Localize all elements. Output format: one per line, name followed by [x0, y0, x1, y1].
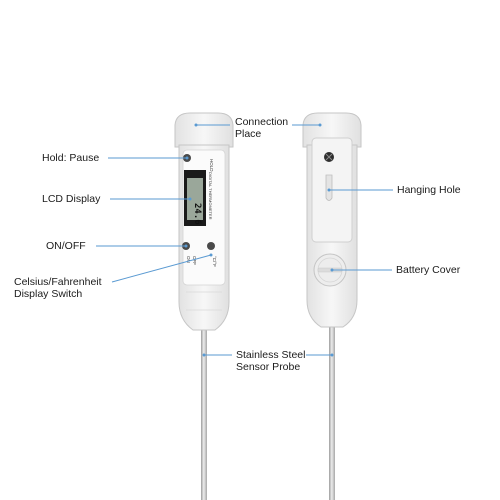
- label-hold-pause: Hold: Pause: [42, 152, 100, 164]
- label-probe-line2: Sensor Probe: [236, 361, 301, 373]
- label-connection-line1: Connection: [235, 116, 289, 128]
- hold-text: HOLD: [209, 159, 214, 172]
- label-switch-line2: Display Switch: [14, 288, 83, 300]
- lcd-reading: 24.6: [192, 203, 202, 225]
- label-battery-cover: Battery Cover: [396, 264, 461, 276]
- leader-switch: [111, 254, 212, 283]
- label-connection-line2: Place: [235, 128, 262, 140]
- leader-lines: [96, 124, 393, 356]
- cf-switch-button: [207, 242, 215, 250]
- label-hanging-hole: Hanging Hole: [397, 184, 461, 196]
- front-probe: [201, 330, 207, 500]
- brand-text: DIGITAL THERMOMETER: [208, 172, 213, 220]
- hanging-hole: [325, 174, 333, 201]
- label-sensor-probe: Stainless Steel Sensor Probe: [236, 349, 305, 373]
- back-probe: [329, 325, 335, 500]
- label-connection-place: Connection Place: [235, 116, 288, 140]
- front-thermometer: HOLD 24.6 DIGITAL THERMOMETER ON OFF °C/…: [174, 112, 234, 500]
- front-top-cap: [174, 112, 234, 148]
- off-text: OFF: [192, 256, 197, 265]
- label-switch-line1: Celsius/Fahrenheit: [14, 276, 102, 288]
- label-cf-switch: Celsius/Fahrenheit Display Switch: [14, 276, 102, 300]
- label-probe-line1: Stainless Steel: [236, 349, 306, 361]
- label-lcd-display: LCD Display: [42, 193, 101, 205]
- on-text: ON: [186, 256, 191, 263]
- label-on-off: ON/OFF: [46, 240, 86, 252]
- unit-text: °C/°F: [212, 256, 217, 267]
- lcd-screen: [187, 178, 203, 220]
- back-thermometer: [302, 112, 362, 500]
